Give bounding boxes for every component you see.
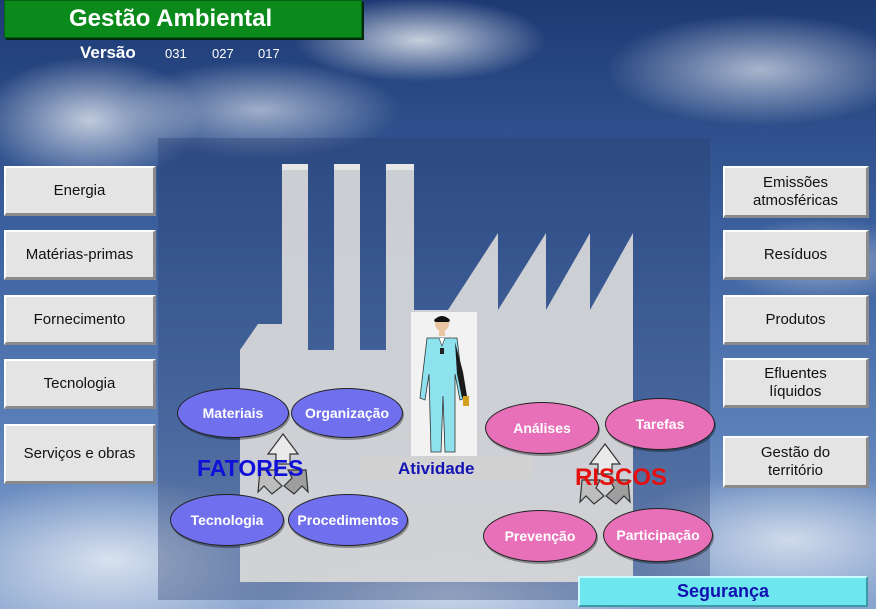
recycle-icon: [257, 433, 309, 495]
worker-figure: [411, 312, 477, 456]
menu-efluentes-liquidos-button[interactable]: Efluentes líquidos: [723, 358, 869, 408]
app-title: Gestão Ambiental: [4, 0, 362, 38]
fatores-procedimentos-button[interactable]: Procedimentos: [288, 494, 408, 546]
version-number-1: 031: [165, 46, 187, 61]
version-label: Versão: [80, 43, 136, 62]
riscos-heading: RISCOS: [575, 464, 668, 491]
fatores-materiais-button[interactable]: Materiais: [177, 388, 289, 438]
fatores-organizacao-button[interactable]: Organização: [291, 388, 403, 438]
fatores-tecnologia-button[interactable]: Tecnologia: [170, 494, 284, 546]
menu-tecnologia-button[interactable]: Tecnologia: [4, 359, 156, 409]
menu-produtos-button[interactable]: Produtos: [723, 295, 869, 345]
person-figure-icon: [419, 316, 469, 453]
riscos-prevencao-button[interactable]: Prevenção: [483, 510, 597, 562]
menu-materias-primas-button[interactable]: Matérias-primas: [4, 230, 156, 280]
atividade-bar: [360, 457, 532, 481]
riscos-participacao-button[interactable]: Participação: [603, 508, 713, 562]
riscos-analises-button[interactable]: Análises: [485, 402, 599, 454]
recycle-icon: [579, 443, 631, 505]
menu-gestao-territorio-button[interactable]: Gestão do território: [723, 436, 869, 488]
menu-fornecimento-button[interactable]: Fornecimento: [4, 295, 156, 345]
version-number-3: 017: [258, 46, 280, 61]
menu-residuos-button[interactable]: Resíduos: [723, 230, 869, 280]
version-number-2: 027: [212, 46, 234, 61]
riscos-tarefas-button[interactable]: Tarefas: [605, 398, 715, 450]
seguranca-button[interactable]: Segurança: [578, 576, 868, 607]
menu-energia-button[interactable]: Energia: [4, 166, 156, 216]
menu-emissoes-atmosfericas-button[interactable]: Emissões atmosféricas: [723, 166, 869, 218]
menu-servicos-obras-button[interactable]: Serviços e obras: [4, 424, 156, 484]
atividade-label[interactable]: Atividade: [398, 459, 475, 478]
fatores-heading: FATORES: [197, 455, 304, 481]
